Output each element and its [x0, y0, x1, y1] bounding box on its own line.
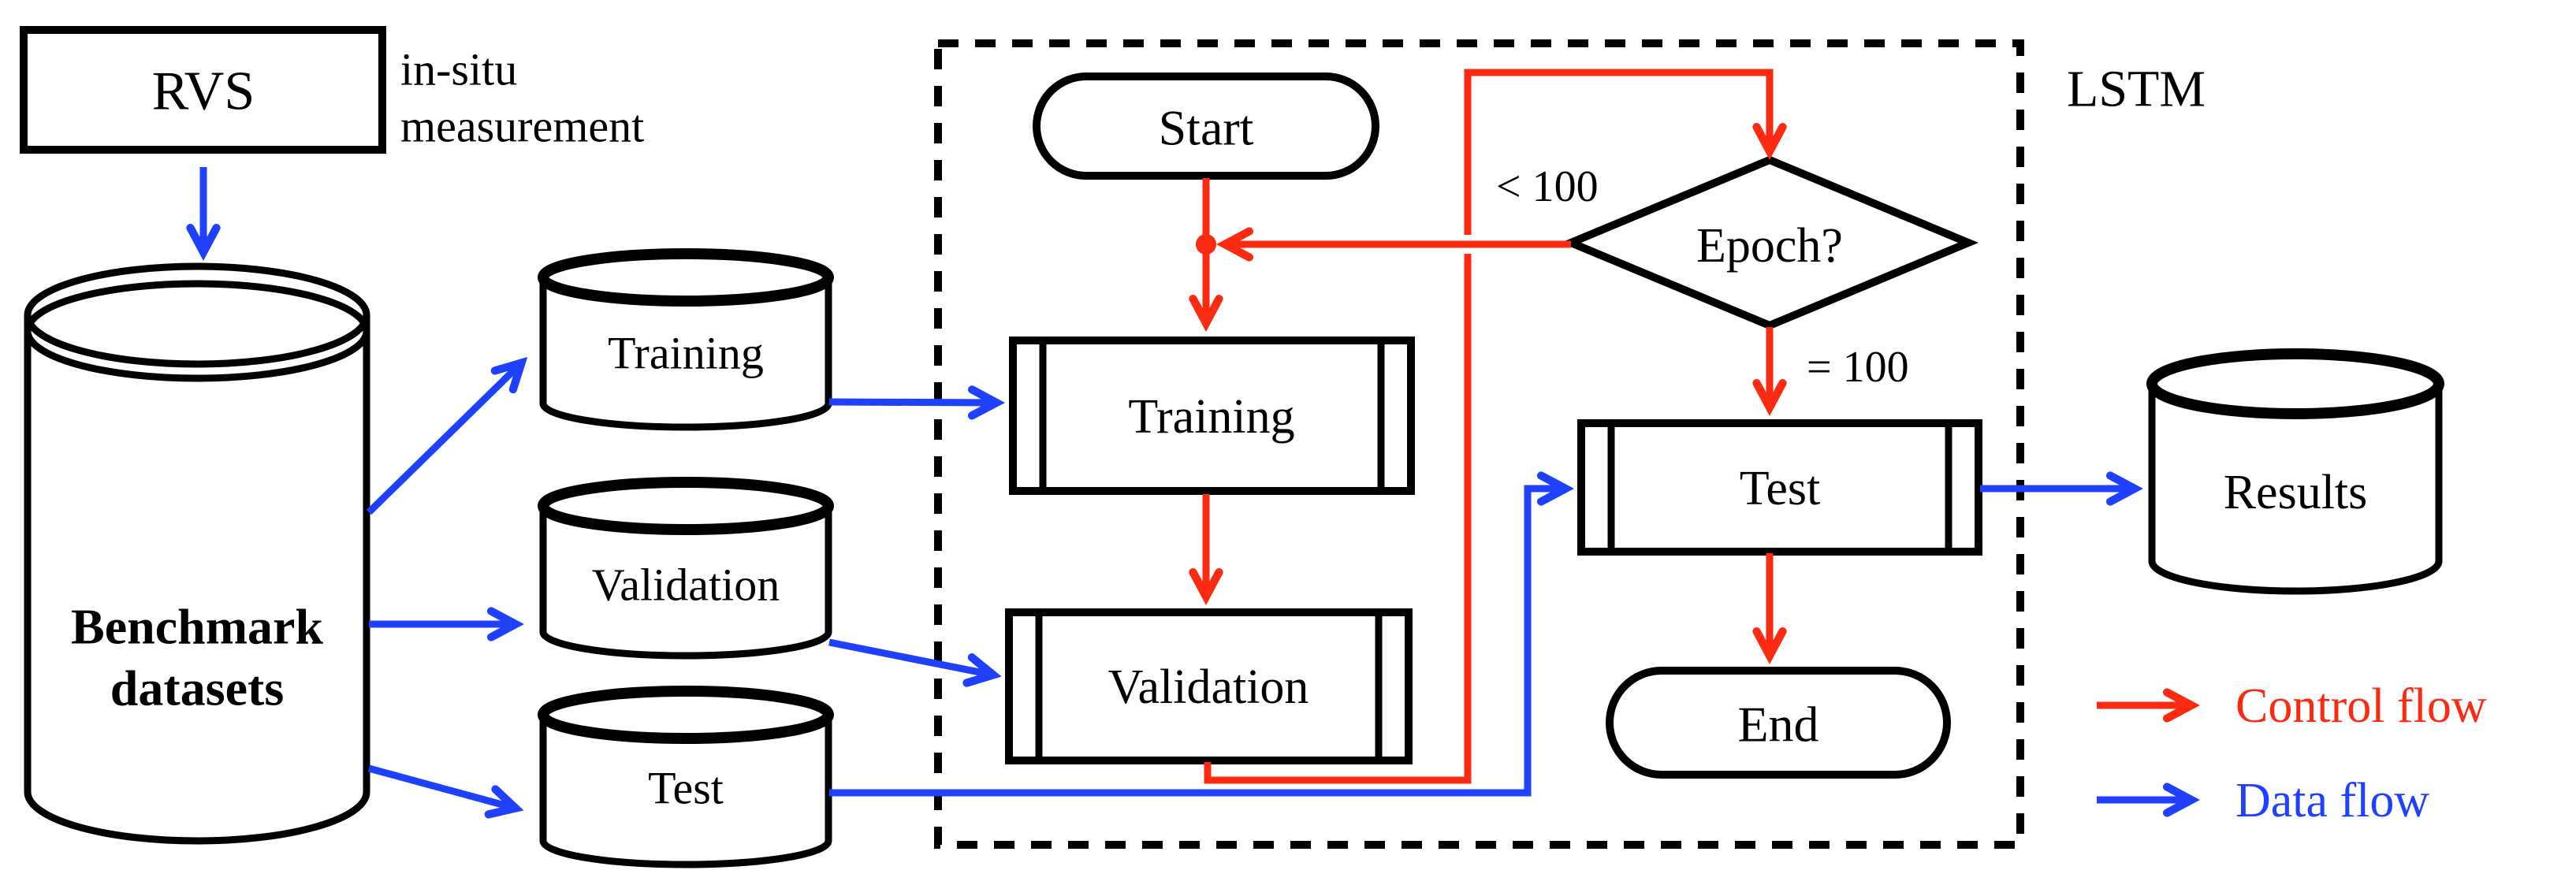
node-test-process: Test	[1577, 419, 1982, 556]
node-training-dataset: Training	[538, 248, 834, 431]
legend: Control flow Data flow	[2097, 679, 2487, 827]
epoch-diamond	[1561, 155, 1979, 330]
validation-process-label: Validation	[1108, 660, 1309, 714]
end-label: End	[1737, 697, 1818, 753]
training-cylinder-body	[539, 277, 832, 431]
test-process-box	[1577, 419, 1982, 556]
edge-benchmark-to-training-db	[366, 364, 520, 515]
lstm-group-box: LSTM	[934, 39, 2206, 849]
junction-dot	[1196, 234, 1216, 255]
legend-data-flow-label: Data flow	[2235, 774, 2429, 827]
branch-label-eq100: = 100	[1807, 343, 1909, 392]
validation-cylinder-top	[538, 477, 834, 535]
node-validation-process: Validation	[1005, 608, 1413, 764]
benchmark-cylinder-top	[24, 262, 370, 368]
results-label: Results	[2224, 466, 2368, 519]
start-terminator	[1033, 73, 1379, 180]
end-terminator	[1606, 667, 1951, 779]
rvs-annotation-line2: measurement	[400, 101, 644, 152]
benchmark-cylinder-body	[24, 315, 370, 845]
validation-cylinder-body	[539, 506, 832, 660]
training-dataset-label: Training	[608, 328, 764, 379]
lstm-group-label: LSTM	[2067, 61, 2206, 118]
node-end: End	[1606, 667, 1951, 779]
start-label: Start	[1159, 100, 1254, 156]
control-flow-edges: < 100 = 100	[1196, 69, 1909, 784]
training-process-label: Training	[1128, 390, 1294, 444]
data-flow-edges	[203, 167, 2133, 808]
validation-dataset-label: Validation	[592, 560, 780, 611]
node-results: Results	[2146, 348, 2444, 595]
rvs-label: RVS	[152, 61, 255, 122]
rvs-rectangle	[20, 26, 386, 154]
test-process-label: Test	[1740, 462, 1820, 515]
edge-benchmark-to-test-db	[367, 764, 514, 808]
benchmark-cylinder-lid	[24, 280, 370, 382]
test-cylinder-top	[538, 686, 834, 744]
benchmark-label-line1: Benchmark	[71, 599, 323, 655]
branch-label-lt100: < 100	[1496, 162, 1599, 211]
node-epoch-decision: Epoch?	[1561, 155, 1979, 330]
benchmark-label-line2: datasets	[110, 660, 284, 716]
test-dataset-label: Test	[648, 763, 724, 814]
node-start: Start	[1033, 73, 1379, 180]
edge-validation-db-to-validation-proc	[828, 638, 992, 675]
lstm-dashed-border	[934, 39, 2024, 849]
rvs-annotation-line1: in-situ	[400, 44, 517, 95]
validation-process-box	[1005, 608, 1413, 764]
training-process-box	[1009, 337, 1415, 495]
node-test-dataset: Test	[538, 686, 834, 868]
legend-control-flow-label: Control flow	[2235, 679, 2487, 733]
node-benchmark-datasets: Benchmark datasets	[24, 262, 370, 845]
training-cylinder-top	[538, 248, 834, 307]
node-rvs: RVS in-situ measurement	[20, 26, 644, 154]
node-validation-dataset: Validation	[538, 477, 834, 660]
edge-validation-to-epoch	[1204, 69, 1770, 784]
results-cylinder-top	[2146, 348, 2444, 419]
epoch-label: Epoch?	[1696, 219, 1843, 273]
test-cylinder-body	[539, 715, 832, 868]
edge-test-db-to-test-proc	[829, 489, 1564, 797]
results-cylinder-body	[2148, 384, 2443, 595]
node-training-process: Training	[1009, 337, 1415, 495]
edge-training-db-to-training-proc	[828, 402, 995, 403]
